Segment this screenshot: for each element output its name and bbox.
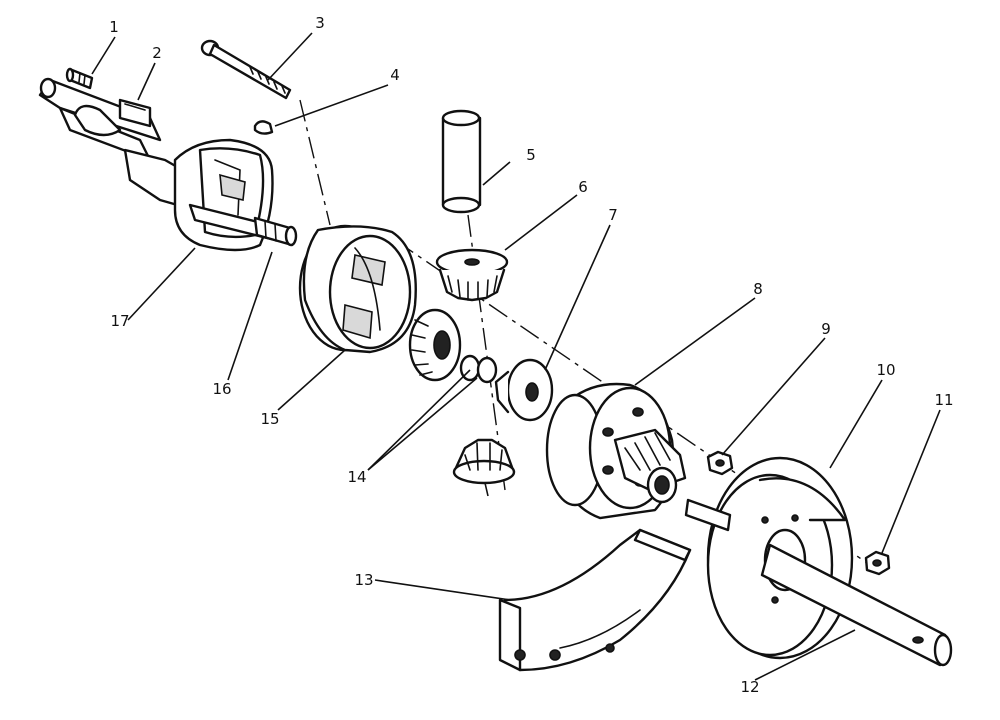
left-axle-housing <box>38 77 277 252</box>
shaft-end <box>253 216 298 247</box>
callout-16: 16 <box>212 380 231 398</box>
brake-shoe <box>498 528 692 672</box>
callout-labels: 1 2 3 4 5 6 7 8 9 10 11 12 13 14 15 16 1… <box>109 14 953 696</box>
callout-1: 1 <box>109 18 119 36</box>
hex-nut-right <box>864 550 891 576</box>
side-gear-left <box>408 308 462 382</box>
callout-5: 5 <box>526 146 536 164</box>
right-pinion-gear <box>494 358 554 422</box>
woodruff-key <box>253 120 274 135</box>
callout-12: 12 <box>740 678 759 696</box>
cross-pin <box>441 109 482 214</box>
callout-10: 10 <box>876 361 895 379</box>
bracket <box>118 98 152 128</box>
top-pinion-gear <box>435 248 509 302</box>
callout-9: 9 <box>821 320 831 338</box>
bottom-pinion-gear <box>452 438 516 497</box>
callout-4: 4 <box>390 66 400 84</box>
differential-case-left <box>298 224 417 354</box>
right-axle-shaft <box>684 498 953 667</box>
callout-8: 8 <box>753 280 763 298</box>
hex-nut-left <box>706 450 734 476</box>
snap-rings <box>459 354 498 384</box>
callout-17: 17 <box>110 312 129 330</box>
callout-3: 3 <box>315 14 325 32</box>
leader-lines <box>91 32 941 681</box>
callout-2: 2 <box>152 44 162 62</box>
differential-case-right <box>545 382 687 520</box>
callout-15: 15 <box>260 410 279 428</box>
callout-11: 11 <box>934 391 953 409</box>
callout-13: 13 <box>354 571 373 589</box>
callout-14: 14 <box>347 468 366 486</box>
callout-7: 7 <box>608 206 618 224</box>
long-bolt <box>200 39 292 100</box>
callout-6: 6 <box>578 178 588 196</box>
small-bolt <box>65 67 94 90</box>
